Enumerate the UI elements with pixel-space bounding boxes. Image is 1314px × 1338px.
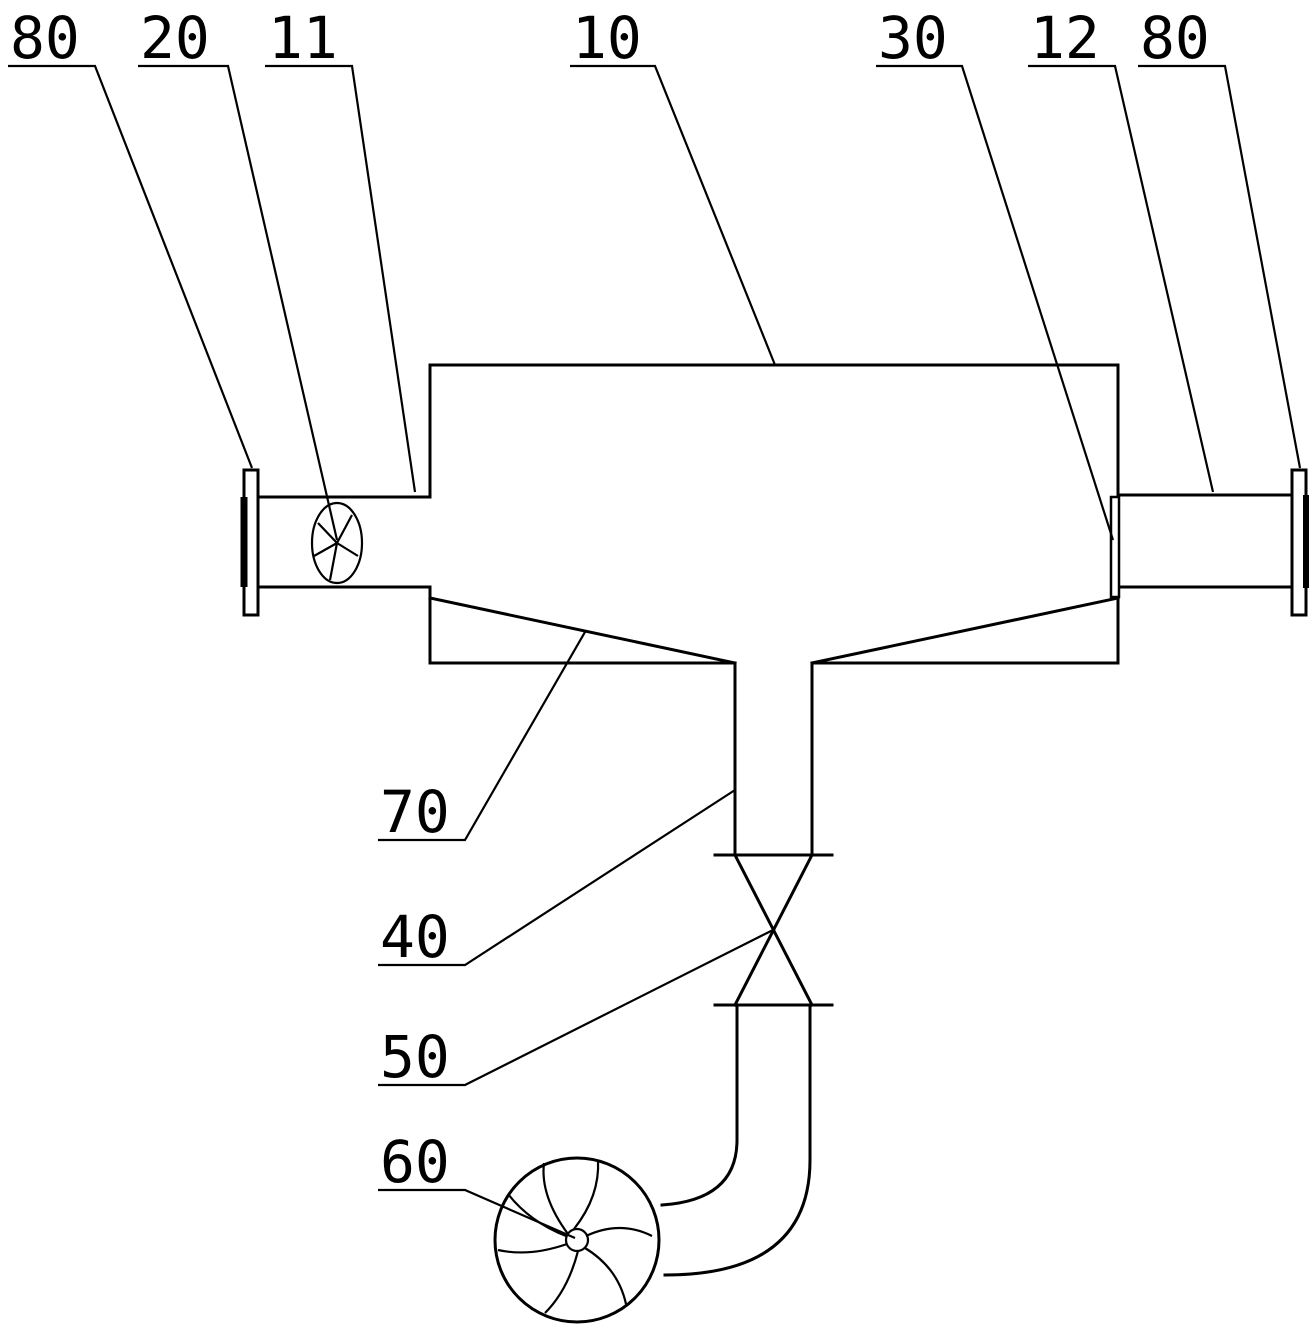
inlet-fan <box>310 501 364 585</box>
label-60: 60 <box>380 1128 450 1196</box>
main-tank <box>428 363 1120 665</box>
label-11: 11 <box>268 4 338 72</box>
label-10: 10 <box>572 4 642 72</box>
labels: 80 20 11 10 30 12 80 70 40 50 60 <box>10 4 1210 1196</box>
left-flange <box>240 468 260 617</box>
label-70: 70 <box>380 778 450 846</box>
outlet-pipe <box>1116 493 1300 589</box>
leader-lines <box>8 64 1302 1240</box>
label-20: 20 <box>140 4 210 72</box>
sloped-baffle <box>428 596 1120 665</box>
filter-plate <box>1109 495 1121 599</box>
label-40: 40 <box>380 903 450 971</box>
valve <box>713 852 834 1008</box>
label-80-right: 80 <box>1140 4 1210 72</box>
pump-pipe <box>660 1003 812 1277</box>
pump-impeller <box>493 1156 661 1324</box>
label-80-left: 80 <box>10 4 80 72</box>
label-30: 30 <box>878 4 948 72</box>
inlet-pipe <box>244 495 432 589</box>
drain-pipe <box>733 661 814 857</box>
right-flange <box>1290 468 1309 617</box>
label-12: 12 <box>1030 4 1100 72</box>
label-50: 50 <box>380 1023 450 1091</box>
